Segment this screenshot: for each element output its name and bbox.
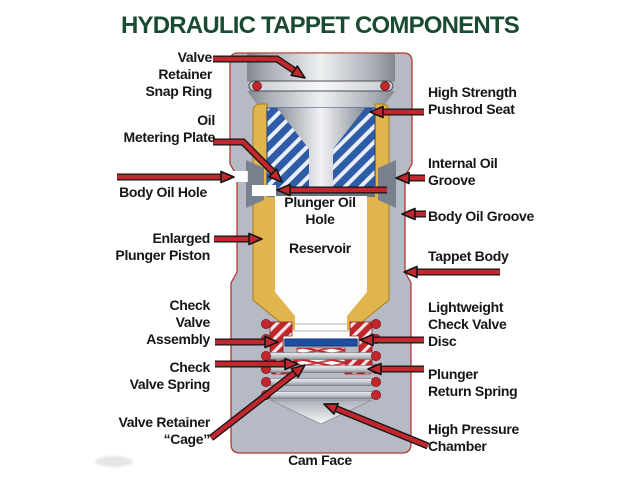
arrow-high-pressure-chamber bbox=[323, 402, 430, 450]
label-internal-oil-groove: Internal Oil Groove bbox=[428, 155, 498, 188]
label-high-pressure-chamber: High Pressure Chamber bbox=[428, 421, 520, 454]
snap-ring-shape bbox=[248, 80, 394, 92]
arrow-valve-retainer-cage bbox=[208, 364, 306, 441]
arrow-tappet-body bbox=[403, 265, 500, 279]
check-valve-disc-shape bbox=[284, 338, 358, 347]
label-body-oil-hole: Body Oil Hole bbox=[119, 184, 207, 200]
arrow-plunger-return-spring bbox=[367, 362, 424, 376]
arrow-check-valve-assembly bbox=[215, 335, 279, 349]
label-check-valve-assembly: Check Valve Assembly bbox=[146, 297, 210, 347]
page-title: HYDRAULIC TAPPET COMPONENTS bbox=[121, 12, 520, 39]
arrow-valve-retainer-snap-ring bbox=[213, 55, 306, 79]
arrow-check-valve-spring bbox=[215, 357, 299, 371]
label-tappet-body: Tappet Body bbox=[428, 248, 509, 264]
label-lightweight-check-valve-disc: Lightweight Check Valve Disc bbox=[428, 299, 507, 349]
reservoir-shape bbox=[275, 196, 367, 339]
label-high-strength-pushrod-seat: High Strength Pushrod Seat bbox=[428, 84, 517, 117]
arrow-enlarged-plunger-piston bbox=[214, 232, 263, 246]
body-oil-hole-shape bbox=[230, 171, 248, 182]
label-check-valve-spring: Check Valve Spring bbox=[129, 359, 211, 392]
label-cam-face: Cam Face bbox=[288, 452, 352, 468]
arrow-body-oil-hole bbox=[117, 170, 235, 184]
label-valve-retainer-cage: Valve Retainer “Cage” bbox=[118, 414, 210, 447]
pushrod-seat-shape bbox=[266, 107, 376, 197]
label-enlarged-plunger-piston: Enlarged Plunger Piston bbox=[115, 230, 210, 263]
label-valve-retainer-snap-ring: Valve Retainer Snap Ring bbox=[145, 49, 212, 99]
watermark-smudge bbox=[95, 456, 133, 467]
label-body-oil-groove: Body Oil Groove bbox=[428, 208, 534, 224]
arrow-internal-oil-groove bbox=[395, 171, 425, 185]
plunger-oil-hole-shape bbox=[252, 185, 276, 196]
label-plunger-oil-hole: Plunger Oil Hole bbox=[284, 194, 356, 227]
arrow-body-oil-groove bbox=[401, 207, 426, 221]
arrow-lightweight-check-valve-disc bbox=[359, 333, 424, 347]
label-reservoir: Reservoir bbox=[289, 240, 351, 256]
arrow-high-strength-pushrod-seat bbox=[369, 105, 424, 119]
arrow-plunger-oil-hole bbox=[276, 183, 387, 197]
label-oil-metering-plate: Oil Metering Plate bbox=[123, 112, 216, 145]
arrow-oil-metering-plate bbox=[213, 138, 283, 183]
label-plunger-return-spring: Plunger Return Spring bbox=[428, 366, 518, 399]
